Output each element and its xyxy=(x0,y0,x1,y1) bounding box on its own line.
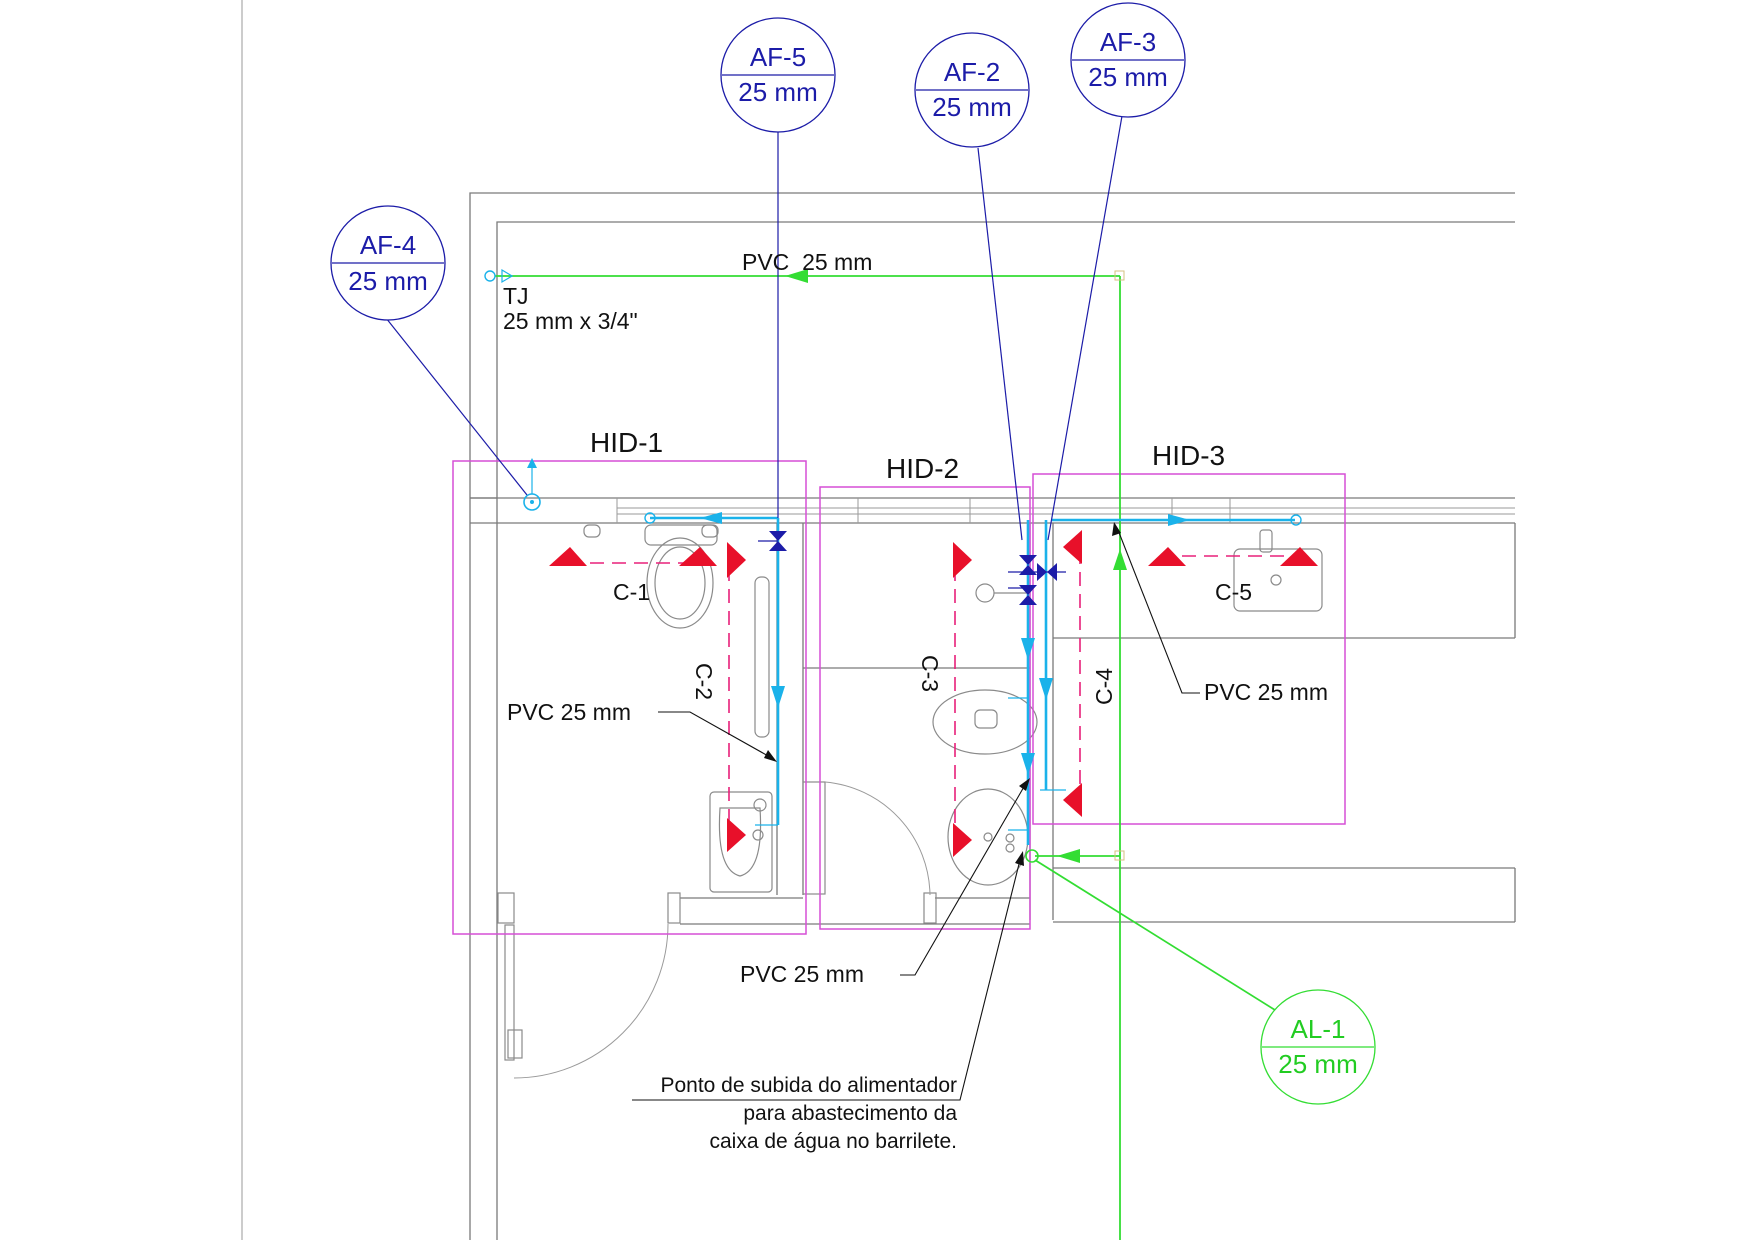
tag-al1-id: AL-1 xyxy=(1291,1014,1346,1044)
valve-icon xyxy=(1019,585,1037,605)
section-marker xyxy=(953,542,972,578)
cut-c4-label: C-4 xyxy=(1091,668,1117,705)
note-line-1: Ponto de subida do alimentador xyxy=(660,1074,957,1097)
toilet-hid2 xyxy=(932,689,1038,755)
sink-hid1 xyxy=(709,791,773,893)
zone-hid1-outline xyxy=(452,460,807,935)
zone-hid3-outline xyxy=(1032,473,1346,825)
tag-af3-id: AF-3 xyxy=(1100,27,1156,57)
note-line-2: para abastecimento da xyxy=(743,1102,957,1125)
tag-af4: AF-4 25 mm xyxy=(330,205,446,321)
fixtures xyxy=(583,524,1323,893)
cut-c2-label: C-2 xyxy=(691,663,717,700)
cut-c5-label: C-5 xyxy=(1215,579,1252,605)
cut-c3-label: C-3 xyxy=(917,655,943,692)
cut-c1-label: C-1 xyxy=(613,579,650,605)
toilet-hid1 xyxy=(646,537,714,629)
section-marker xyxy=(1063,783,1082,817)
sink-hid3 xyxy=(1233,548,1323,612)
section-cuts xyxy=(549,530,1318,857)
pipe-label-left: PVC 25 mm xyxy=(507,699,631,725)
zone-hid1-label: HID-1 xyxy=(590,427,663,458)
zone-hid2-outline xyxy=(819,486,1031,930)
section-marker xyxy=(1063,530,1082,564)
valve-icon xyxy=(1019,555,1037,575)
tag-af3-size: 25 mm xyxy=(1088,62,1167,92)
pipe-label-right: PVC 25 mm xyxy=(1204,679,1328,705)
cold-water-pipes xyxy=(484,268,1302,845)
tag-af2-size: 25 mm xyxy=(932,92,1011,122)
section-marker xyxy=(953,823,972,857)
pipe-label-top: PVC 25 mm xyxy=(742,249,872,275)
leaders xyxy=(385,115,1200,1101)
zone-hid3-label: HID-3 xyxy=(1152,440,1225,471)
pipe-label-bottom: PVC 25 mm xyxy=(740,961,864,987)
section-marker xyxy=(1148,547,1186,566)
zone-hid2-label: HID-2 xyxy=(886,453,959,484)
tag-af4-size: 25 mm xyxy=(348,266,427,296)
tag-af5: AF-5 25 mm xyxy=(720,17,836,133)
section-marker xyxy=(549,547,587,566)
section-marker xyxy=(679,547,717,566)
tag-af2-id: AF-2 xyxy=(944,57,1000,87)
note-line-3: caixa de água no barrilete. xyxy=(710,1130,958,1153)
tj-size-label: 25 mm x 3/4" xyxy=(503,308,638,334)
tag-af5-id: AF-5 xyxy=(750,42,806,72)
tag-af3: AF-3 25 mm xyxy=(1070,2,1186,118)
tag-af5-size: 25 mm xyxy=(738,77,817,107)
tag-al1-size: 25 mm xyxy=(1278,1049,1357,1079)
tag-af4-id: AF-4 xyxy=(360,230,416,260)
section-marker xyxy=(727,818,746,852)
section-marker xyxy=(1280,547,1318,566)
feed-pipe xyxy=(495,269,1276,1240)
tj-label: TJ xyxy=(503,283,529,309)
tag-al1: AL-1 25 mm xyxy=(1260,989,1376,1105)
tag-af2: AF-2 25 mm xyxy=(914,32,1030,148)
section-marker xyxy=(727,542,746,578)
valves xyxy=(758,531,1066,605)
